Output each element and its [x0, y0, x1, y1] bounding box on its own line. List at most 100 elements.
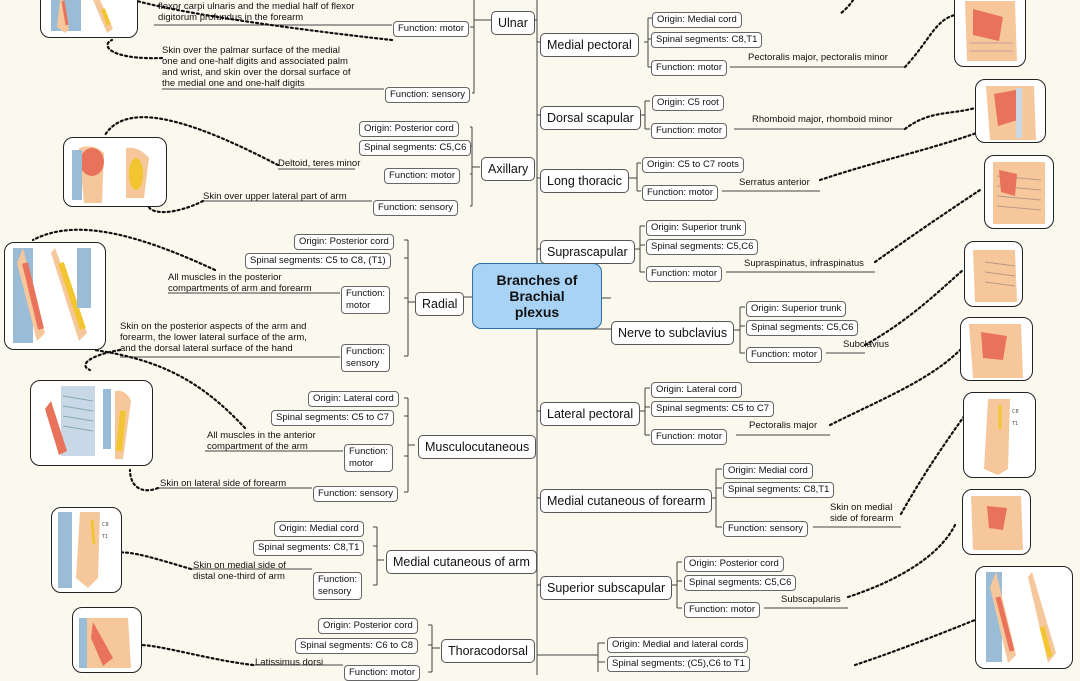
- medpec-origin[interactable]: Origin: Medial cord: [652, 12, 742, 28]
- subclav-motor[interactable]: Function: motor: [746, 347, 822, 363]
- median-segments[interactable]: Spinal segments: (C5),C6 to T1: [607, 656, 750, 672]
- medfore-sensory[interactable]: Function: sensory: [723, 521, 808, 537]
- svg-text:C8: C8: [102, 522, 109, 528]
- thoraco-origin[interactable]: Origin: Posterior cord: [318, 618, 418, 634]
- center-line-1: Branches of: [496, 272, 578, 288]
- radial-node[interactable]: Radial: [415, 292, 465, 316]
- radial-illustration: [4, 242, 106, 350]
- subclav-node[interactable]: Nerve to subclavius: [611, 321, 735, 345]
- radial-sensory[interactable]: Function:sensory: [341, 344, 391, 372]
- axillary-segments[interactable]: Spinal segments: C5,C6: [359, 140, 472, 156]
- supsub-segments[interactable]: Spinal segments: C5,C6: [684, 575, 797, 591]
- musculo-segments[interactable]: Spinal segments: C5 to C7: [271, 410, 395, 426]
- dorsal-origin[interactable]: Origin: C5 root: [652, 95, 724, 111]
- radial-sensory-note: Skin on the posterior aspects of the arm…: [120, 321, 307, 354]
- supsub-motor[interactable]: Function: motor: [684, 602, 760, 618]
- supra-illustration: [964, 241, 1023, 307]
- musculo-node[interactable]: Musculocutaneous: [418, 435, 537, 459]
- axillary-motor-note: Deltoid, teres minor: [278, 158, 361, 169]
- subclav-origin[interactable]: Origin: Superior trunk: [746, 301, 847, 317]
- axillary-sensory-note: Skin over upper lateral part of arm: [203, 191, 347, 202]
- latpec-node[interactable]: Lateral pectoral: [540, 402, 641, 426]
- supra-node[interactable]: Suprascapular: [540, 240, 635, 264]
- ulnar-sensory-note: Skin over the palmar surface of the medi…: [162, 45, 351, 89]
- musculo-illustration: [30, 380, 153, 466]
- ulnar-illustration: [40, 0, 138, 38]
- median-origin[interactable]: Origin: Medial and lateral cords: [607, 637, 749, 653]
- longth-motor[interactable]: Function: motor: [642, 185, 718, 201]
- medarm-segments[interactable]: Spinal segments: C8,T1: [253, 540, 365, 556]
- supra-origin[interactable]: Origin: Superior trunk: [646, 220, 747, 236]
- dorsal-node[interactable]: Dorsal scapular: [540, 106, 641, 130]
- medpec-motor-note: Pectoralis major, pectoralis minor: [748, 52, 888, 63]
- svg-text:T1: T1: [1011, 421, 1018, 427]
- longth-motor-note: Serratus anterior: [739, 177, 810, 188]
- ulnar-motor-note: flexor carpi ulnaris and the medial half…: [158, 1, 355, 23]
- axillary-origin[interactable]: Origin: Posterior cord: [359, 121, 459, 137]
- axillary-motor[interactable]: Function: motor: [384, 168, 460, 184]
- subclav-segments[interactable]: Spinal segments: C5,C6: [746, 320, 859, 336]
- axillary-sensory[interactable]: Function: sensory: [373, 200, 458, 216]
- medarm-node[interactable]: Medial cutaneous of arm: [386, 550, 537, 574]
- subclav-illustration: [960, 317, 1033, 381]
- supsub-motor-note: Subscapularis: [781, 594, 841, 605]
- axillary-illustration: [63, 137, 167, 207]
- medpec-node[interactable]: Medial pectoral: [540, 33, 639, 57]
- latpec-segments[interactable]: Spinal segments: C5 to C7: [651, 401, 775, 417]
- medpec-illustration: [954, 0, 1026, 67]
- medarm-origin[interactable]: Origin: Medial cord: [274, 521, 364, 537]
- thoraco-motor-note: Latissimus dorsi: [255, 657, 324, 668]
- thoraco-segments[interactable]: Spinal segments: C6 to C8: [295, 638, 419, 654]
- musculo-motor[interactable]: Function:motor: [344, 444, 394, 472]
- supra-segments[interactable]: Spinal segments: C5,C6: [646, 239, 759, 255]
- medfore-origin[interactable]: Origin: Medial cord: [723, 463, 813, 479]
- musculo-sensory-note: Skin on lateral side of forearm: [160, 478, 287, 489]
- ulnar-sensory-box[interactable]: Function: sensory: [385, 87, 470, 103]
- svg-text:T1: T1: [101, 534, 108, 540]
- musculo-origin[interactable]: Origin: Lateral cord: [308, 391, 399, 407]
- dorsal-motor-note: Rhomboid major, rhomboid minor: [752, 114, 893, 125]
- medarm-sensory[interactable]: Function:sensory: [313, 572, 363, 600]
- supra-motor-note: Supraspinatus, infraspinatus: [744, 258, 864, 269]
- longth-origin[interactable]: Origin: C5 to C7 roots: [642, 157, 744, 173]
- musculo-sensory[interactable]: Function: sensory: [313, 486, 398, 502]
- subclav-motor-note: Subclavius: [843, 339, 889, 350]
- medpec-segments[interactable]: Spinal segments: C8,T1: [651, 32, 763, 48]
- radial-motor[interactable]: Function:motor: [341, 286, 391, 314]
- latpec-origin[interactable]: Origin: Lateral cord: [651, 382, 742, 398]
- medfore-node[interactable]: Medial cutaneous of forearm: [540, 489, 713, 513]
- medfore-segments[interactable]: Spinal segments: C8,T1: [723, 482, 835, 498]
- radial-segments[interactable]: Spinal segments: C5 to C8, (T1): [245, 253, 391, 269]
- thoraco-illustration: [72, 607, 142, 673]
- thoraco-node[interactable]: Thoracodorsal: [441, 639, 535, 663]
- ulnar-node[interactable]: Ulnar: [491, 11, 535, 35]
- latpec-motor-note: Pectoralis major: [749, 420, 818, 431]
- dorsal-illustration: [975, 79, 1046, 143]
- supsub-origin[interactable]: Origin: Posterior cord: [684, 556, 784, 572]
- medfore-illustration: [962, 489, 1031, 555]
- longth-node[interactable]: Long thoracic: [540, 169, 630, 193]
- ulnar-motor-box[interactable]: Function: motor: [393, 21, 469, 37]
- center-line-3: plexus: [514, 304, 560, 320]
- median-illustration: [975, 566, 1073, 669]
- axillary-node[interactable]: Axillary: [481, 157, 536, 181]
- supra-motor[interactable]: Function: motor: [646, 266, 722, 282]
- svg-text:C8: C8: [1012, 409, 1019, 415]
- center-line-2: Brachial: [509, 288, 565, 304]
- supsub-node[interactable]: Superior subscapular: [540, 576, 673, 600]
- radial-origin[interactable]: Origin: Posterior cord: [294, 234, 394, 250]
- medpec-motor[interactable]: Function: motor: [651, 60, 727, 76]
- longth-illustration: [984, 155, 1054, 229]
- dorsal-motor[interactable]: Function: motor: [651, 123, 727, 139]
- latpec-motor[interactable]: Function: motor: [651, 429, 727, 445]
- thoraco-motor[interactable]: Function: motor: [344, 665, 420, 681]
